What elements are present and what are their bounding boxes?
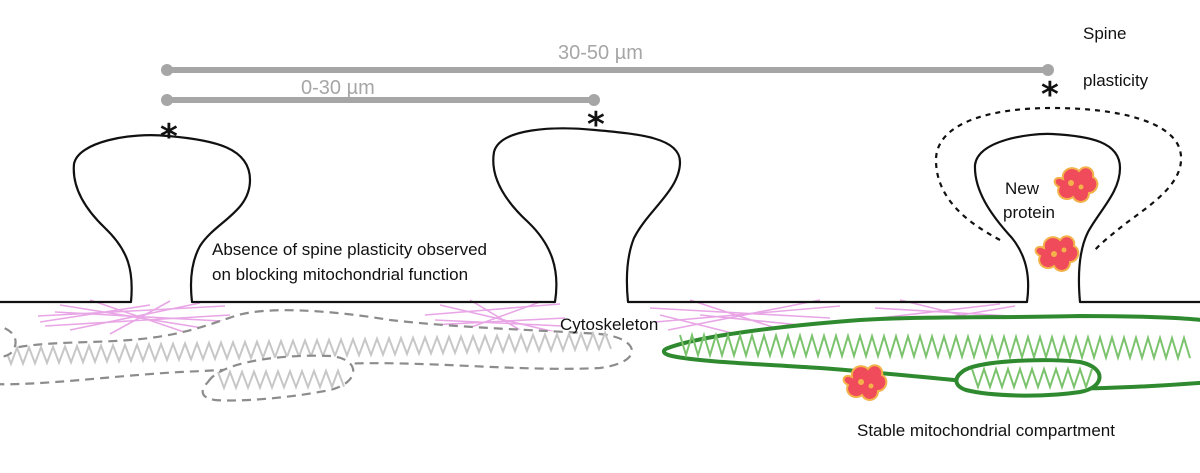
- scale-bar-short: [161, 94, 600, 106]
- scale-bar-long: [161, 64, 1054, 76]
- new-protein-label-line2: protein: [1003, 203, 1055, 222]
- cytoskeleton-label: Cytoskeleton: [560, 315, 658, 334]
- mitochondrion-stable-small: [954, 358, 1102, 398]
- mitochondrion-inactive-small: [201, 354, 355, 402]
- cytoskeleton-fibers-right: [649, 299, 1016, 341]
- scale-bar-long-label: 30-50 µm: [558, 42, 643, 64]
- enlarged-spine-outline: [934, 106, 1183, 251]
- scale-bar-short-label: 0-30 µm: [301, 77, 375, 99]
- spine-plasticity-label-line1: Spine: [1083, 24, 1126, 43]
- absence-plasticity-label-line2: on blocking mitochondrial function: [212, 265, 468, 284]
- stable-compartment-label: Stable mitochondrial compartment: [857, 421, 1115, 440]
- cytoskeleton-fibers-left: [37, 299, 241, 335]
- protein-cluster-top: [1053, 166, 1099, 203]
- dendrite-membrane-with-spines: [0, 127, 1200, 304]
- spine-plasticity-label-line2: plasticity: [1083, 71, 1149, 90]
- asterisk-spine-2: *: [587, 105, 605, 145]
- mitochondrion-inactive-main: [0, 309, 633, 386]
- absence-plasticity-label-line1: Absence of spine plasticity observed: [212, 240, 487, 259]
- asterisk-spine-3: *: [1041, 75, 1059, 115]
- protein-cluster-neck: [1034, 235, 1080, 272]
- mitochondrion-inactive-left-edge: [0, 325, 17, 359]
- protein-cluster-dendrite: [842, 364, 888, 401]
- mitochondrion-stable-main: [661, 313, 1200, 391]
- new-protein-label-line1: New: [1005, 179, 1040, 198]
